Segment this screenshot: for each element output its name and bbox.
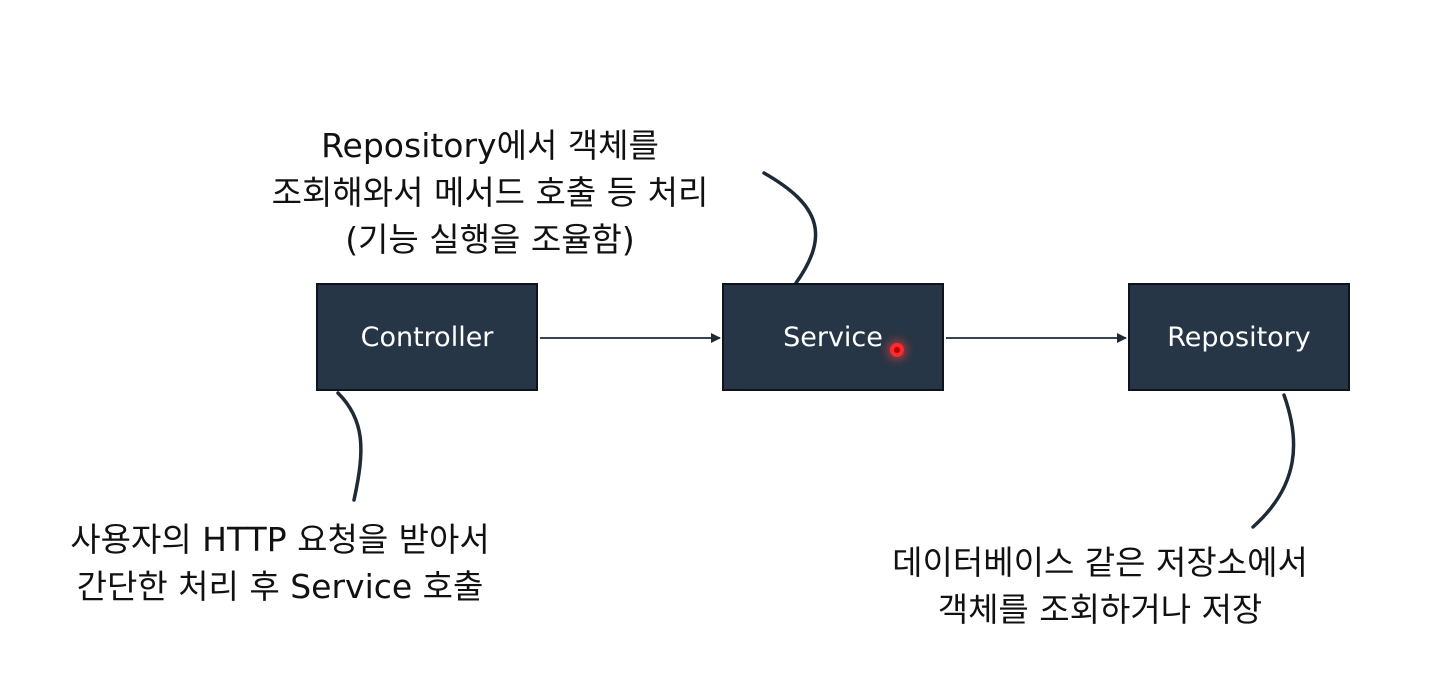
controller-note: 사용자의 HTTP 요청을 받아서 간단한 처리 후 Service 호출: [20, 516, 540, 610]
controller-label: Controller: [360, 321, 494, 353]
laser-pointer-dot: [890, 343, 904, 357]
service-note-line: (기능 실행을 조율함): [345, 220, 635, 259]
controller-note-line: 간단한 처리 후 Service 호출: [76, 567, 484, 606]
service-note-line: Repository에서 객체를: [321, 126, 659, 165]
repository-label: Repository: [1167, 321, 1311, 353]
repository-box[interactable]: Repository: [1128, 283, 1350, 391]
service-label: Service: [783, 321, 883, 353]
repository-note-line: 데이터베이스 같은 저장소에서: [892, 543, 1308, 582]
callout-line-controller: [336, 391, 363, 502]
service-note-line: 조회해와서 메서드 호출 등 처리: [271, 173, 709, 212]
controller-note-line: 사용자의 HTTP 요청을 받아서: [70, 520, 490, 559]
service-box[interactable]: Service: [722, 283, 944, 391]
repository-note-line: 객체를 조회하거나 저장: [937, 590, 1263, 629]
repository-note: 데이터베이스 같은 저장소에서 객체를 조회하거나 저장: [840, 539, 1360, 633]
callout-line-repository: [1251, 393, 1296, 529]
service-note: Repository에서 객체를 조회해와서 메서드 호출 등 처리 (기능 실…: [230, 122, 750, 263]
controller-box[interactable]: Controller: [316, 283, 538, 391]
callout-line-service: [762, 171, 818, 285]
